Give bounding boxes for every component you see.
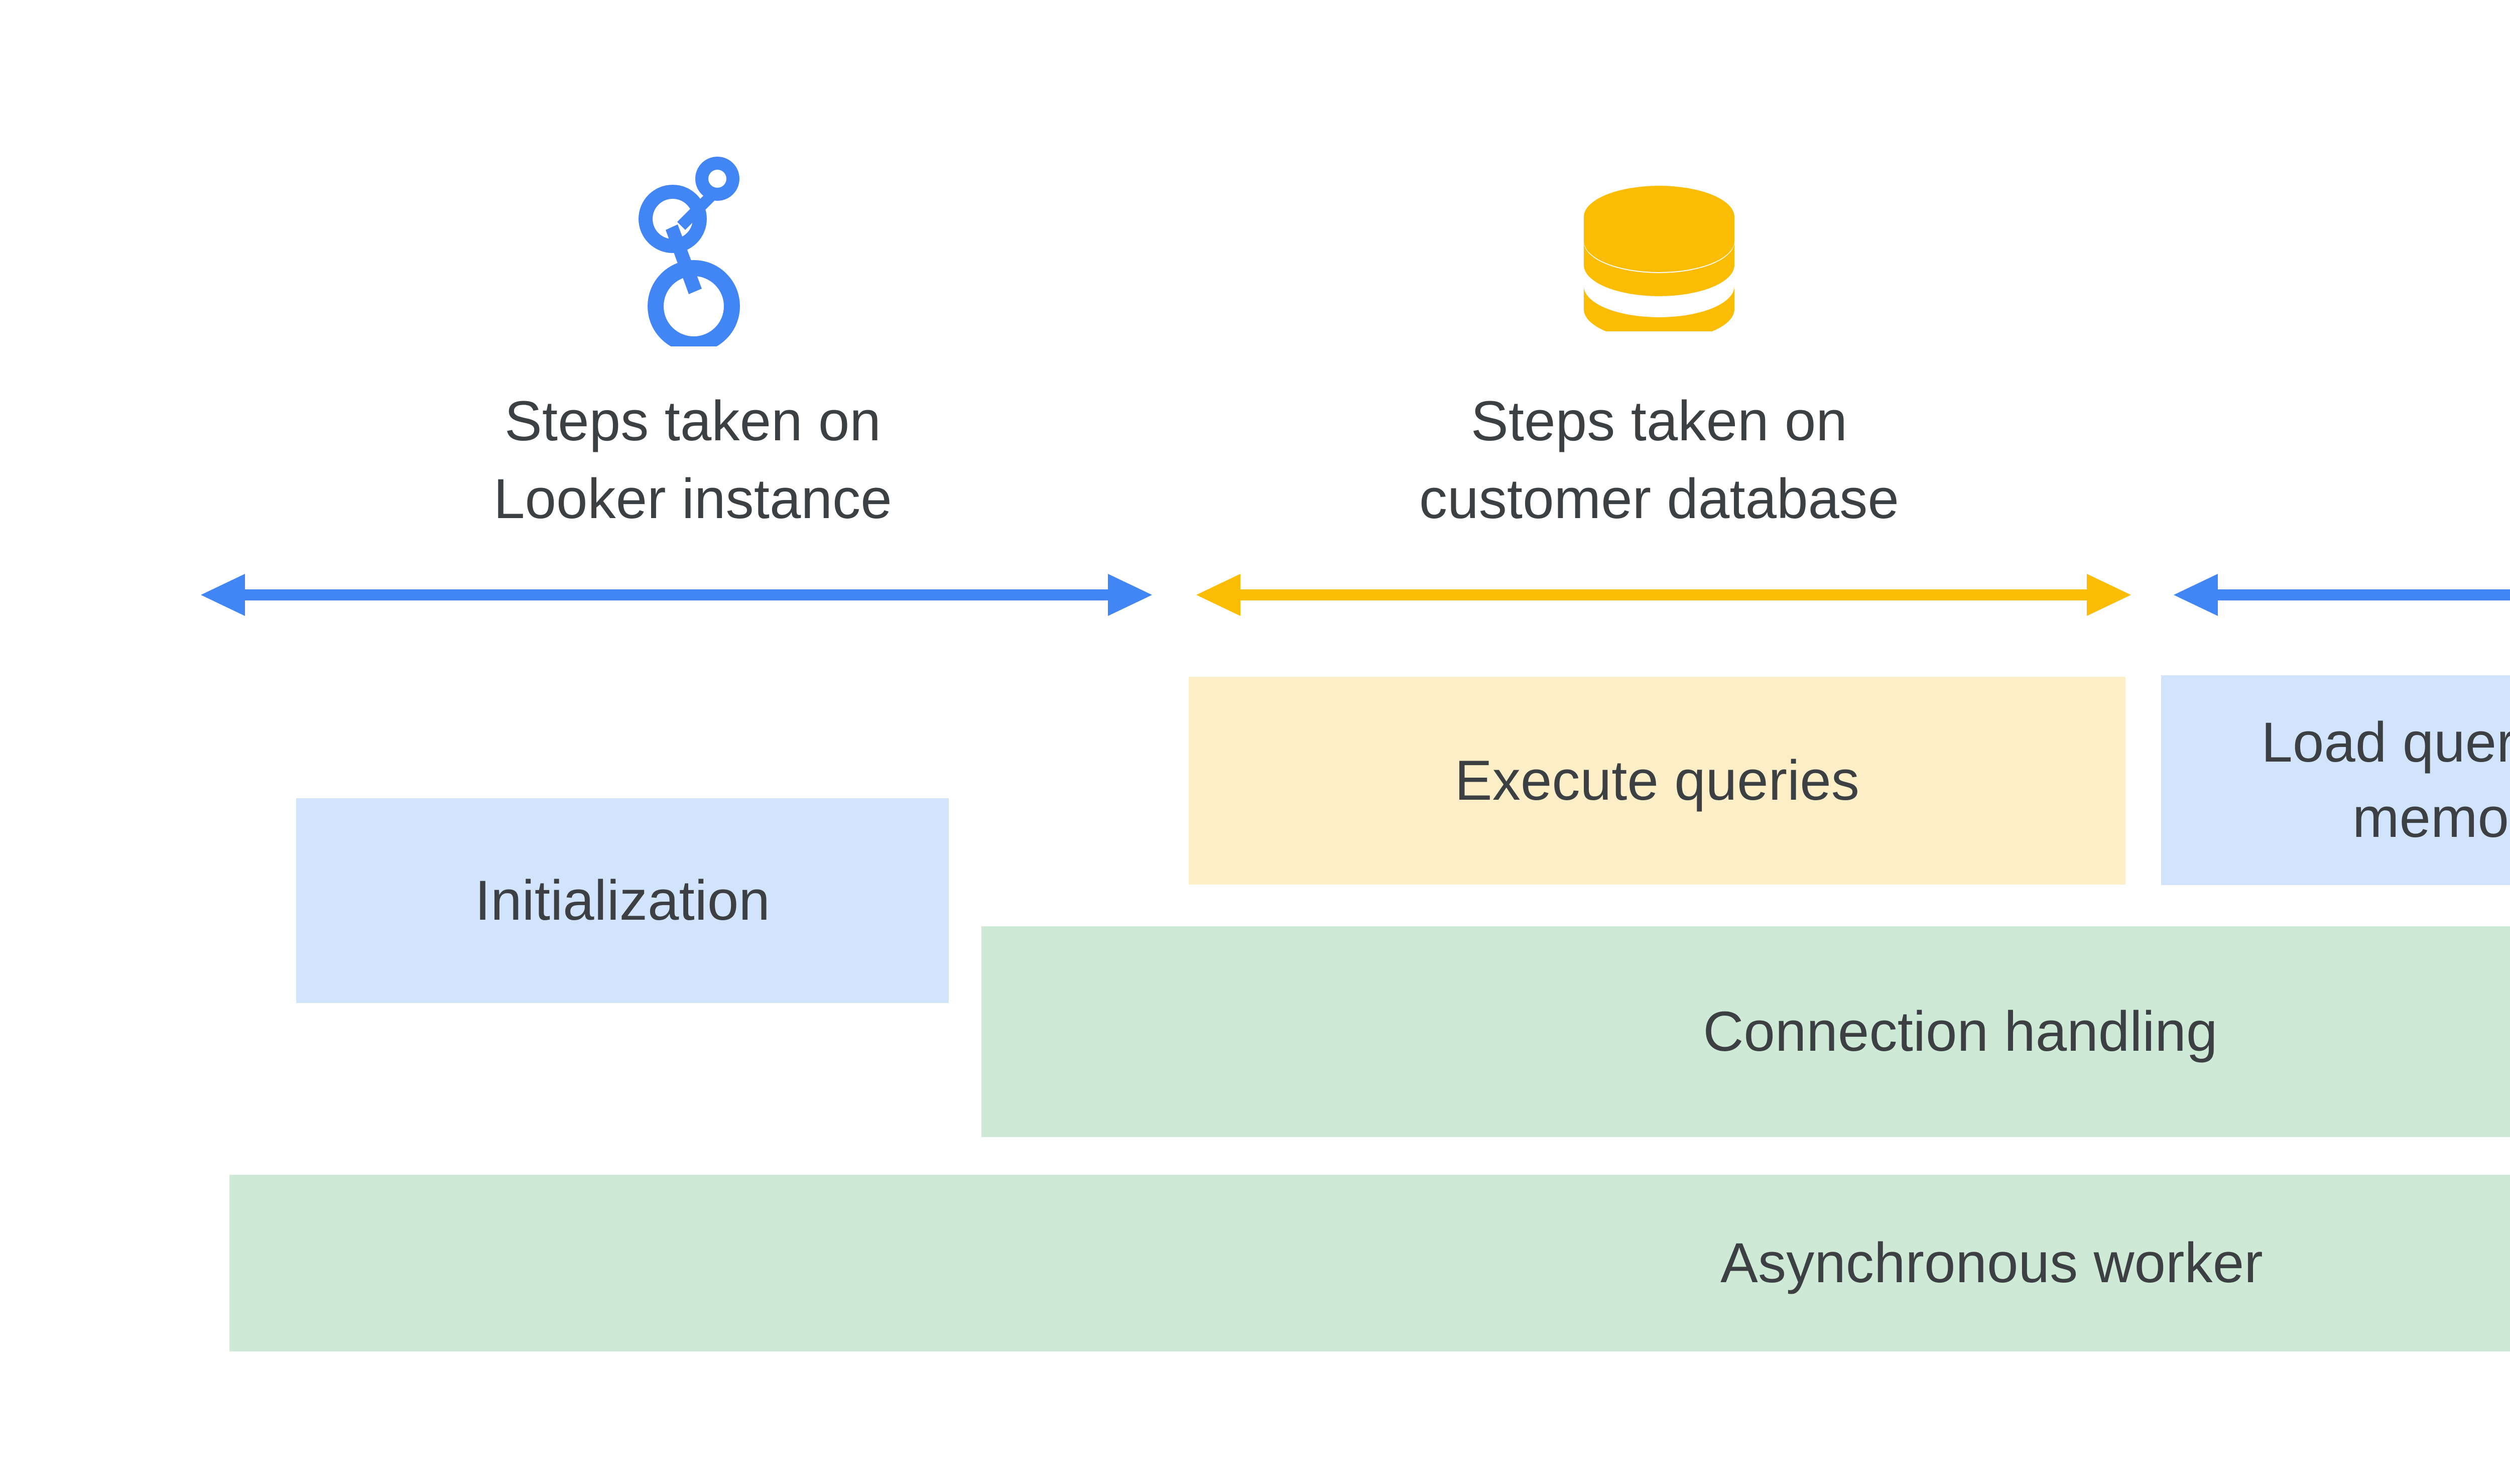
- span-arrow-looker-left: [201, 570, 1152, 620]
- section-caption-looker-left: Steps taken on Looker instance: [493, 390, 892, 530]
- stage-box-load-queries-memory: Load queries in memory: [2161, 675, 2510, 885]
- span-arrow-customer-database: [1196, 570, 2131, 620]
- span-arrow-looker-right: [2174, 570, 2510, 620]
- stage-box-connection-handling: Connection handling: [981, 926, 2510, 1137]
- looker-logo-icon: [618, 146, 769, 352]
- stage-box-asynchronous-worker: Asynchronous worker: [229, 1175, 2510, 1351]
- stage-box-initialization: Initialization: [296, 798, 949, 1003]
- database-stack-icon: [1574, 166, 1744, 340]
- section-caption-customer-database: Steps taken on customer database: [1419, 390, 1899, 530]
- stage-box-execute-queries: Execute queries: [1189, 677, 2125, 885]
